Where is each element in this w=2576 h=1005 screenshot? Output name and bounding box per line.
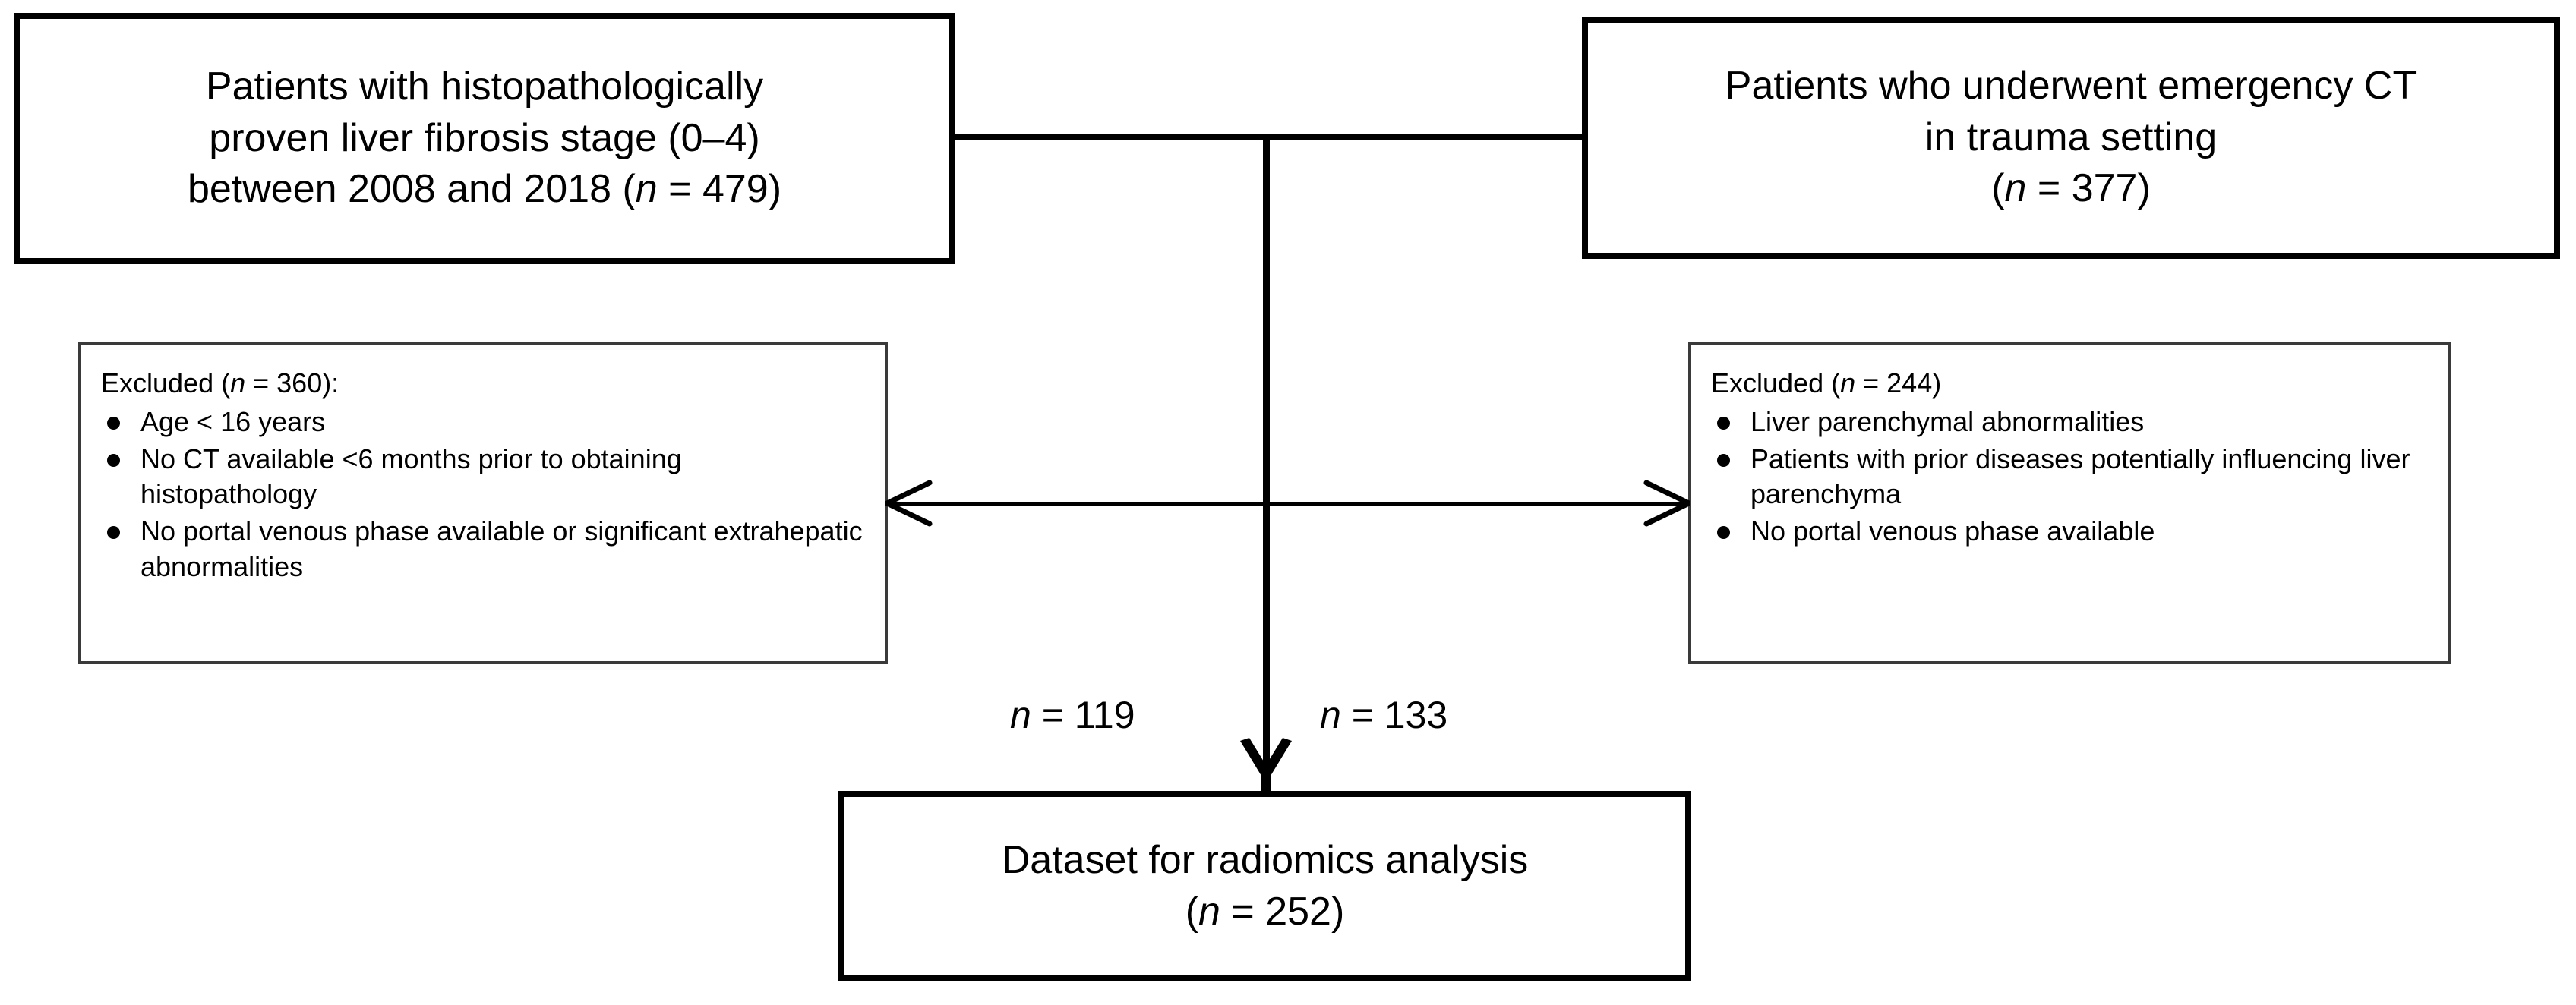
bullet-icon xyxy=(107,416,120,430)
exclusion-right-item-text: Patients with prior diseases potentially… xyxy=(1750,443,2410,510)
source-left-line-1: Patients with histopathologically xyxy=(205,65,764,109)
result-line-1: Dataset for radiomics analysis xyxy=(1001,837,1529,882)
list-item: No portal venous phase available or sign… xyxy=(101,514,865,585)
source-right-line-2: in trauma setting xyxy=(1924,115,2218,159)
flow-label-left-count: n = 119 xyxy=(1010,696,1135,734)
bullet-icon xyxy=(1717,453,1730,467)
source-left-count-value: = 479) xyxy=(657,167,782,212)
source-left-line-2: proven liver fibrosis stage (0–4) xyxy=(209,115,760,160)
exclusion-left-item-text: No portal venous phase available or sign… xyxy=(140,515,863,582)
source-box-trauma: Patients who underwent emergency CT in t… xyxy=(1582,17,2560,259)
exclusion-box-trauma: Excluded (n = 244) Liver parenchymal abn… xyxy=(1688,342,2451,664)
list-item: No portal venous phase available xyxy=(1711,514,2429,550)
list-item: Liver parenchymal abnormalities xyxy=(1711,405,2429,440)
arrowhead-right-icon xyxy=(1643,480,1690,527)
source-left-line-3: between 2008 and 2018 (n = 479) xyxy=(188,164,781,216)
flow-label-left-value: = 119 xyxy=(1031,694,1135,736)
source-left-n-symbol: n xyxy=(635,167,658,212)
flow-label-right-value: = 133 xyxy=(1340,694,1448,736)
bullet-icon xyxy=(1717,526,1730,540)
result-n-symbol: n xyxy=(1198,889,1220,934)
exclusion-right-item-text: Liver parenchymal abnormalities xyxy=(1750,405,2145,437)
connector-exclusion-double-arrow xyxy=(886,480,1690,527)
result-box-dataset: Dataset for radiomics analysis (n = 252) xyxy=(838,791,1691,981)
exclusion-right-item-text: No portal venous phase available xyxy=(1750,515,2155,547)
arrow-shaft xyxy=(887,502,1689,506)
list-item: Patients with prior diseases potentially… xyxy=(1711,442,2429,513)
exclusion-right-title-prefix: Excluded ( xyxy=(1711,367,1841,399)
exclusion-left-title: Excluded (n = 360): xyxy=(101,366,865,402)
arrowhead-down-icon xyxy=(1240,738,1292,794)
exclusion-left-item-text: No CT available <6 months prior to obtai… xyxy=(140,443,682,510)
list-item: No CT available <6 months prior to obtai… xyxy=(101,442,865,513)
exclusion-box-histopathology: Excluded (n = 360): Age < 16 years No CT… xyxy=(78,342,888,664)
connector-vertical-spine xyxy=(1263,137,1270,791)
flow-label-left-n-symbol: n xyxy=(1010,694,1031,736)
result-count-value: = 252) xyxy=(1220,889,1345,934)
source-left-count-prefix: between 2008 and 2018 ( xyxy=(187,167,636,212)
source-right-count-value: = 377) xyxy=(2026,166,2151,211)
source-right-line-3: (n = 377) xyxy=(1991,163,2151,215)
result-line-2: (n = 252) xyxy=(1185,887,1345,938)
flow-label-right-count: n = 133 xyxy=(1320,696,1447,734)
exclusion-left-list: Age < 16 years No CT available <6 months… xyxy=(101,405,865,587)
exclusion-left-title-suffix: = 360): xyxy=(245,367,339,399)
source-right-count-prefix: ( xyxy=(1991,166,2005,211)
exclusion-left-title-prefix: Excluded ( xyxy=(101,367,231,399)
result-count-prefix: ( xyxy=(1185,889,1199,934)
flow-label-right-n-symbol: n xyxy=(1320,694,1341,736)
exclusion-left-n-symbol: n xyxy=(230,367,246,399)
source-right-n-symbol: n xyxy=(2004,166,2027,211)
source-box-histopathology: Patients with histopathologically proven… xyxy=(14,13,955,264)
source-right-line-1: Patients who underwent emergency CT xyxy=(1725,64,2417,109)
exclusion-right-list: Liver parenchymal abnormalities Patients… xyxy=(1711,405,2429,551)
exclusion-right-n-symbol: n xyxy=(1840,367,1856,399)
bullet-icon xyxy=(107,453,120,467)
arrowhead-left-icon xyxy=(886,480,933,527)
bullet-icon xyxy=(107,526,120,540)
list-item: Age < 16 years xyxy=(101,405,865,440)
exclusion-right-title: Excluded (n = 244) xyxy=(1711,366,2429,402)
bullet-icon xyxy=(1717,416,1730,430)
exclusion-left-item-text: Age < 16 years xyxy=(140,405,326,437)
exclusion-right-title-suffix: = 244) xyxy=(1855,367,1942,399)
